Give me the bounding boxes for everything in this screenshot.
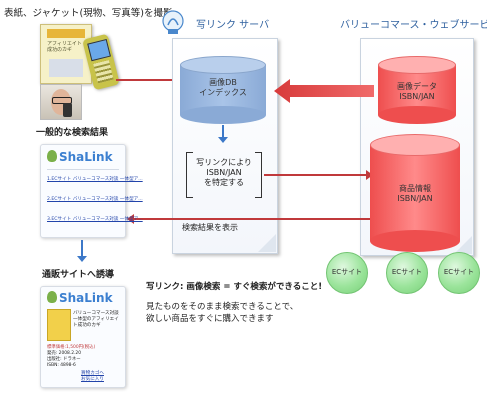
result-item-3[interactable]: 3.ECサイト バリューコマース対談 一体型ア... [47, 217, 143, 222]
db-down-arrow [222, 125, 224, 139]
identify-box: 写リンクにより ISBN/JAN を特定する [186, 152, 262, 198]
shalink-logo-text: ShaLink [59, 150, 113, 164]
capture-to-server-arrow [116, 79, 174, 81]
result-item-2[interactable]: 2.ECサイト バリューコマース対談 一体型ア... [47, 197, 143, 202]
ec-site-1: ECサイト [326, 252, 368, 294]
image-data-cylinder: 画像データ ISBN/JAN [378, 56, 456, 124]
description-line-2: 欲しい商品をすぐに購入できます [146, 314, 274, 324]
results-return-arrow [134, 218, 370, 220]
description-line-1: 見たものをそのまま検索できることで、 [146, 302, 299, 312]
ec-site-2-label: ECサイト [391, 268, 423, 276]
general-results-screen: ShaLink 1.ECサイト バリューコマース対談 一体型ア... 2.ECサ… [40, 144, 143, 238]
capture-label: 表紙、ジャケット(現物、写真等)を撮影 [4, 8, 173, 19]
db-label-line1: 画像DB [209, 78, 237, 87]
results-return-arrow-head [127, 214, 134, 224]
person-photo [40, 84, 82, 120]
identify-to-product-arrow [264, 174, 368, 176]
db-label-line2: インデックス [199, 88, 247, 97]
product-info-cylinder: 商品情報 ISBN/JAN [370, 134, 460, 252]
ec-site-1-label: ECサイト [331, 268, 363, 276]
product-info-line1: 商品情報 [399, 184, 431, 193]
value-commerce-title: バリューコマース・ウェブサービス [340, 20, 487, 31]
identify-line3: を特定する [204, 178, 244, 187]
product-title: バリューコマース対談 一体型のアフィリエイト成功のカギ [73, 311, 119, 328]
db-down-arrow-head [218, 137, 228, 143]
tagline: 写リンク: 画像検索 = すぐ検索ができること! [146, 282, 323, 292]
product-price: 標準価格:1,500円(税込) [47, 345, 96, 350]
result-item-1[interactable]: 1.ECサイト バリューコマース対談 一体型ア... [47, 177, 143, 182]
image-db-cylinder: 画像DB インデックス [180, 56, 266, 124]
product-detail-line-2: 出版社: ドラネー [47, 357, 81, 362]
ec-site-2: ECサイト [386, 252, 428, 294]
ec-site-3-label: ECサイト [443, 268, 475, 276]
buy-link[interactable]: 買物カゴへ [81, 371, 104, 376]
product-detail-line-3: ISBN: 4898-6 [47, 363, 76, 368]
ec-site-3: ECサイト [438, 252, 480, 294]
book-cover-text: アフィリエイト成功のカギ [47, 41, 82, 53]
image-data-line1: 画像データ [397, 82, 437, 91]
identify-arrow-head [366, 170, 373, 180]
shalink-server-logo-icon [162, 10, 184, 36]
book-photo: アフィリエイト成功のカギ [40, 24, 92, 84]
display-results-label: 検索結果を表示 [182, 223, 238, 232]
general-results-label: 一般的な検索結果 [36, 128, 109, 138]
image-data-to-db-arrow [274, 78, 374, 104]
identify-line1: 写リンクにより [196, 158, 252, 167]
image-data-line2: ISBN/JAN [399, 92, 435, 101]
shalink-logo-text-2: ShaLink [59, 291, 113, 305]
product-info-line2: ISBN/JAN [397, 194, 433, 203]
identify-line2: ISBN/JAN [206, 168, 242, 177]
server-panel-fold [258, 234, 276, 252]
shalink-logo-icon [47, 150, 57, 162]
affiliate-guide-label: 通販サイトへ誘導 [42, 270, 115, 280]
product-detail-line-1: 発売: 2008.2.20 [47, 351, 82, 356]
product-thumbnail [47, 309, 71, 341]
results-down-arrow [81, 240, 83, 258]
results-down-arrow-head [77, 256, 87, 262]
favorite-link[interactable]: お気に入り [81, 377, 104, 382]
product-detail-screen: ShaLink バリューコマース対談 一体型のアフィリエイト成功のカギ 標準価格… [40, 286, 126, 388]
shalink-server-title: 写リンク サーバ [196, 20, 270, 31]
shalink-logo-icon-2 [47, 291, 57, 303]
